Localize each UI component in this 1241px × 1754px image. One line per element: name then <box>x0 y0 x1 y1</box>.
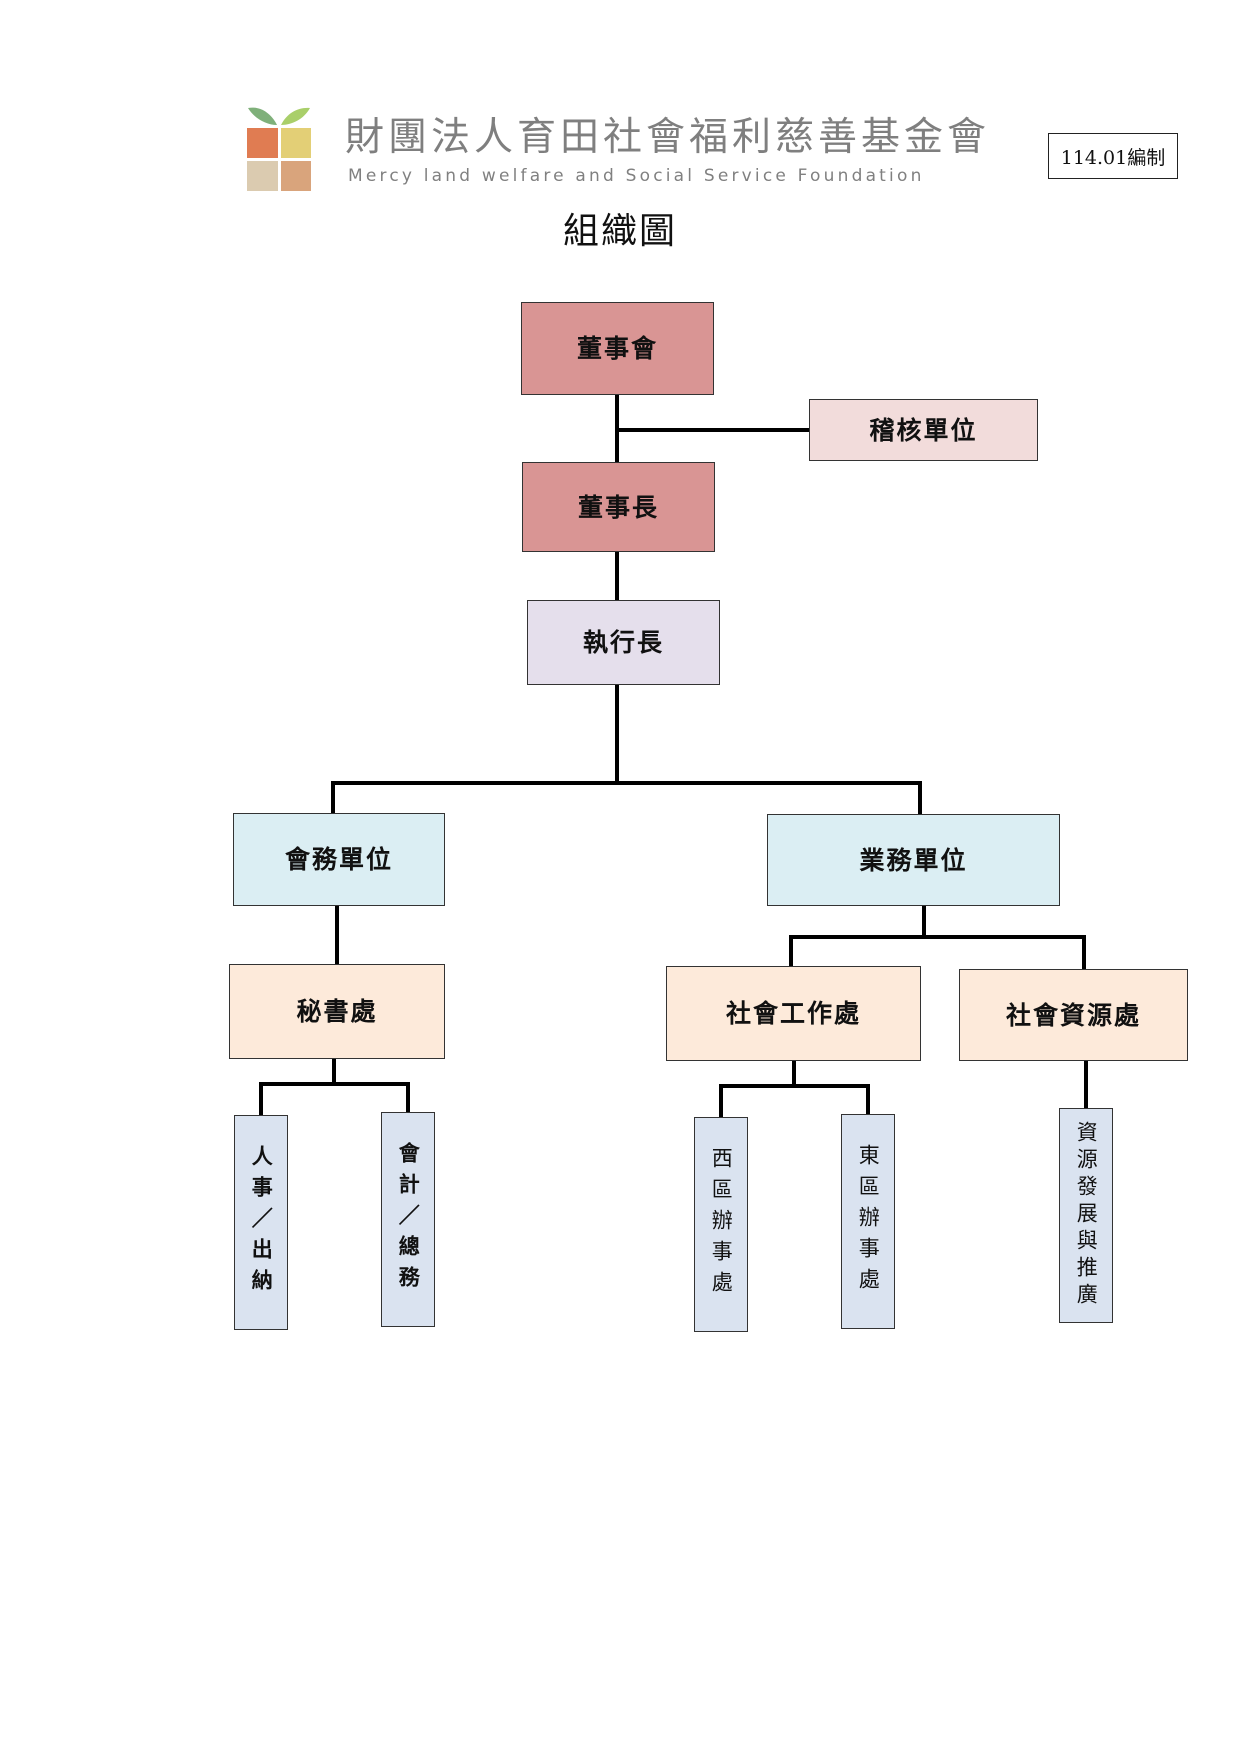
audit-unit-box: 稽核單位 <box>809 399 1038 461</box>
secretariat-box: 秘書處 <box>229 964 445 1059</box>
accounting-general-label: 會計／總務 <box>396 1142 422 1297</box>
west-office-box: 西區辦事處 <box>694 1117 748 1332</box>
east-office-box: 東區辦事處 <box>841 1114 895 1329</box>
board-of-directors-box: 董事會 <box>521 302 714 395</box>
logo-leaf-right <box>281 107 310 125</box>
foundation-logo <box>247 107 311 191</box>
logo-square-bottom-left <box>247 161 278 191</box>
ceo-box: 執行長 <box>527 600 720 685</box>
org-name-english: Mercy land welfare and Social Service Fo… <box>348 166 925 186</box>
logo-square-top-right <box>281 128 311 158</box>
west-office-label: 西區辦事處 <box>709 1147 734 1302</box>
hr-cashier-box: 人事／出納 <box>234 1115 288 1330</box>
admin-dept-box: 會務單位 <box>233 813 445 906</box>
service-dept-box: 業務單位 <box>767 814 1060 906</box>
resource-dev-box: 資源發展與推廣 <box>1059 1108 1113 1323</box>
org-name-chinese: 財團法人育田社會福利慈善基金會 <box>345 115 991 160</box>
chairman-box: 董事長 <box>522 462 715 552</box>
hr-cashier-label: 人事／出納 <box>249 1145 275 1300</box>
logo-square-top-left <box>247 128 278 158</box>
social-work-box: 社會工作處 <box>666 966 921 1061</box>
east-office-label: 東區辦事處 <box>856 1144 881 1299</box>
resource-dev-label: 資源發展與推廣 <box>1074 1121 1099 1310</box>
logo-leaf-left <box>248 107 277 125</box>
social-resources-box: 社會資源處 <box>959 969 1188 1061</box>
page-title: 組織圖 <box>562 211 677 252</box>
edition-badge: 114.01編制 <box>1048 133 1178 179</box>
accounting-general-box: 會計／總務 <box>381 1112 435 1327</box>
logo-square-bottom-right <box>281 161 311 191</box>
